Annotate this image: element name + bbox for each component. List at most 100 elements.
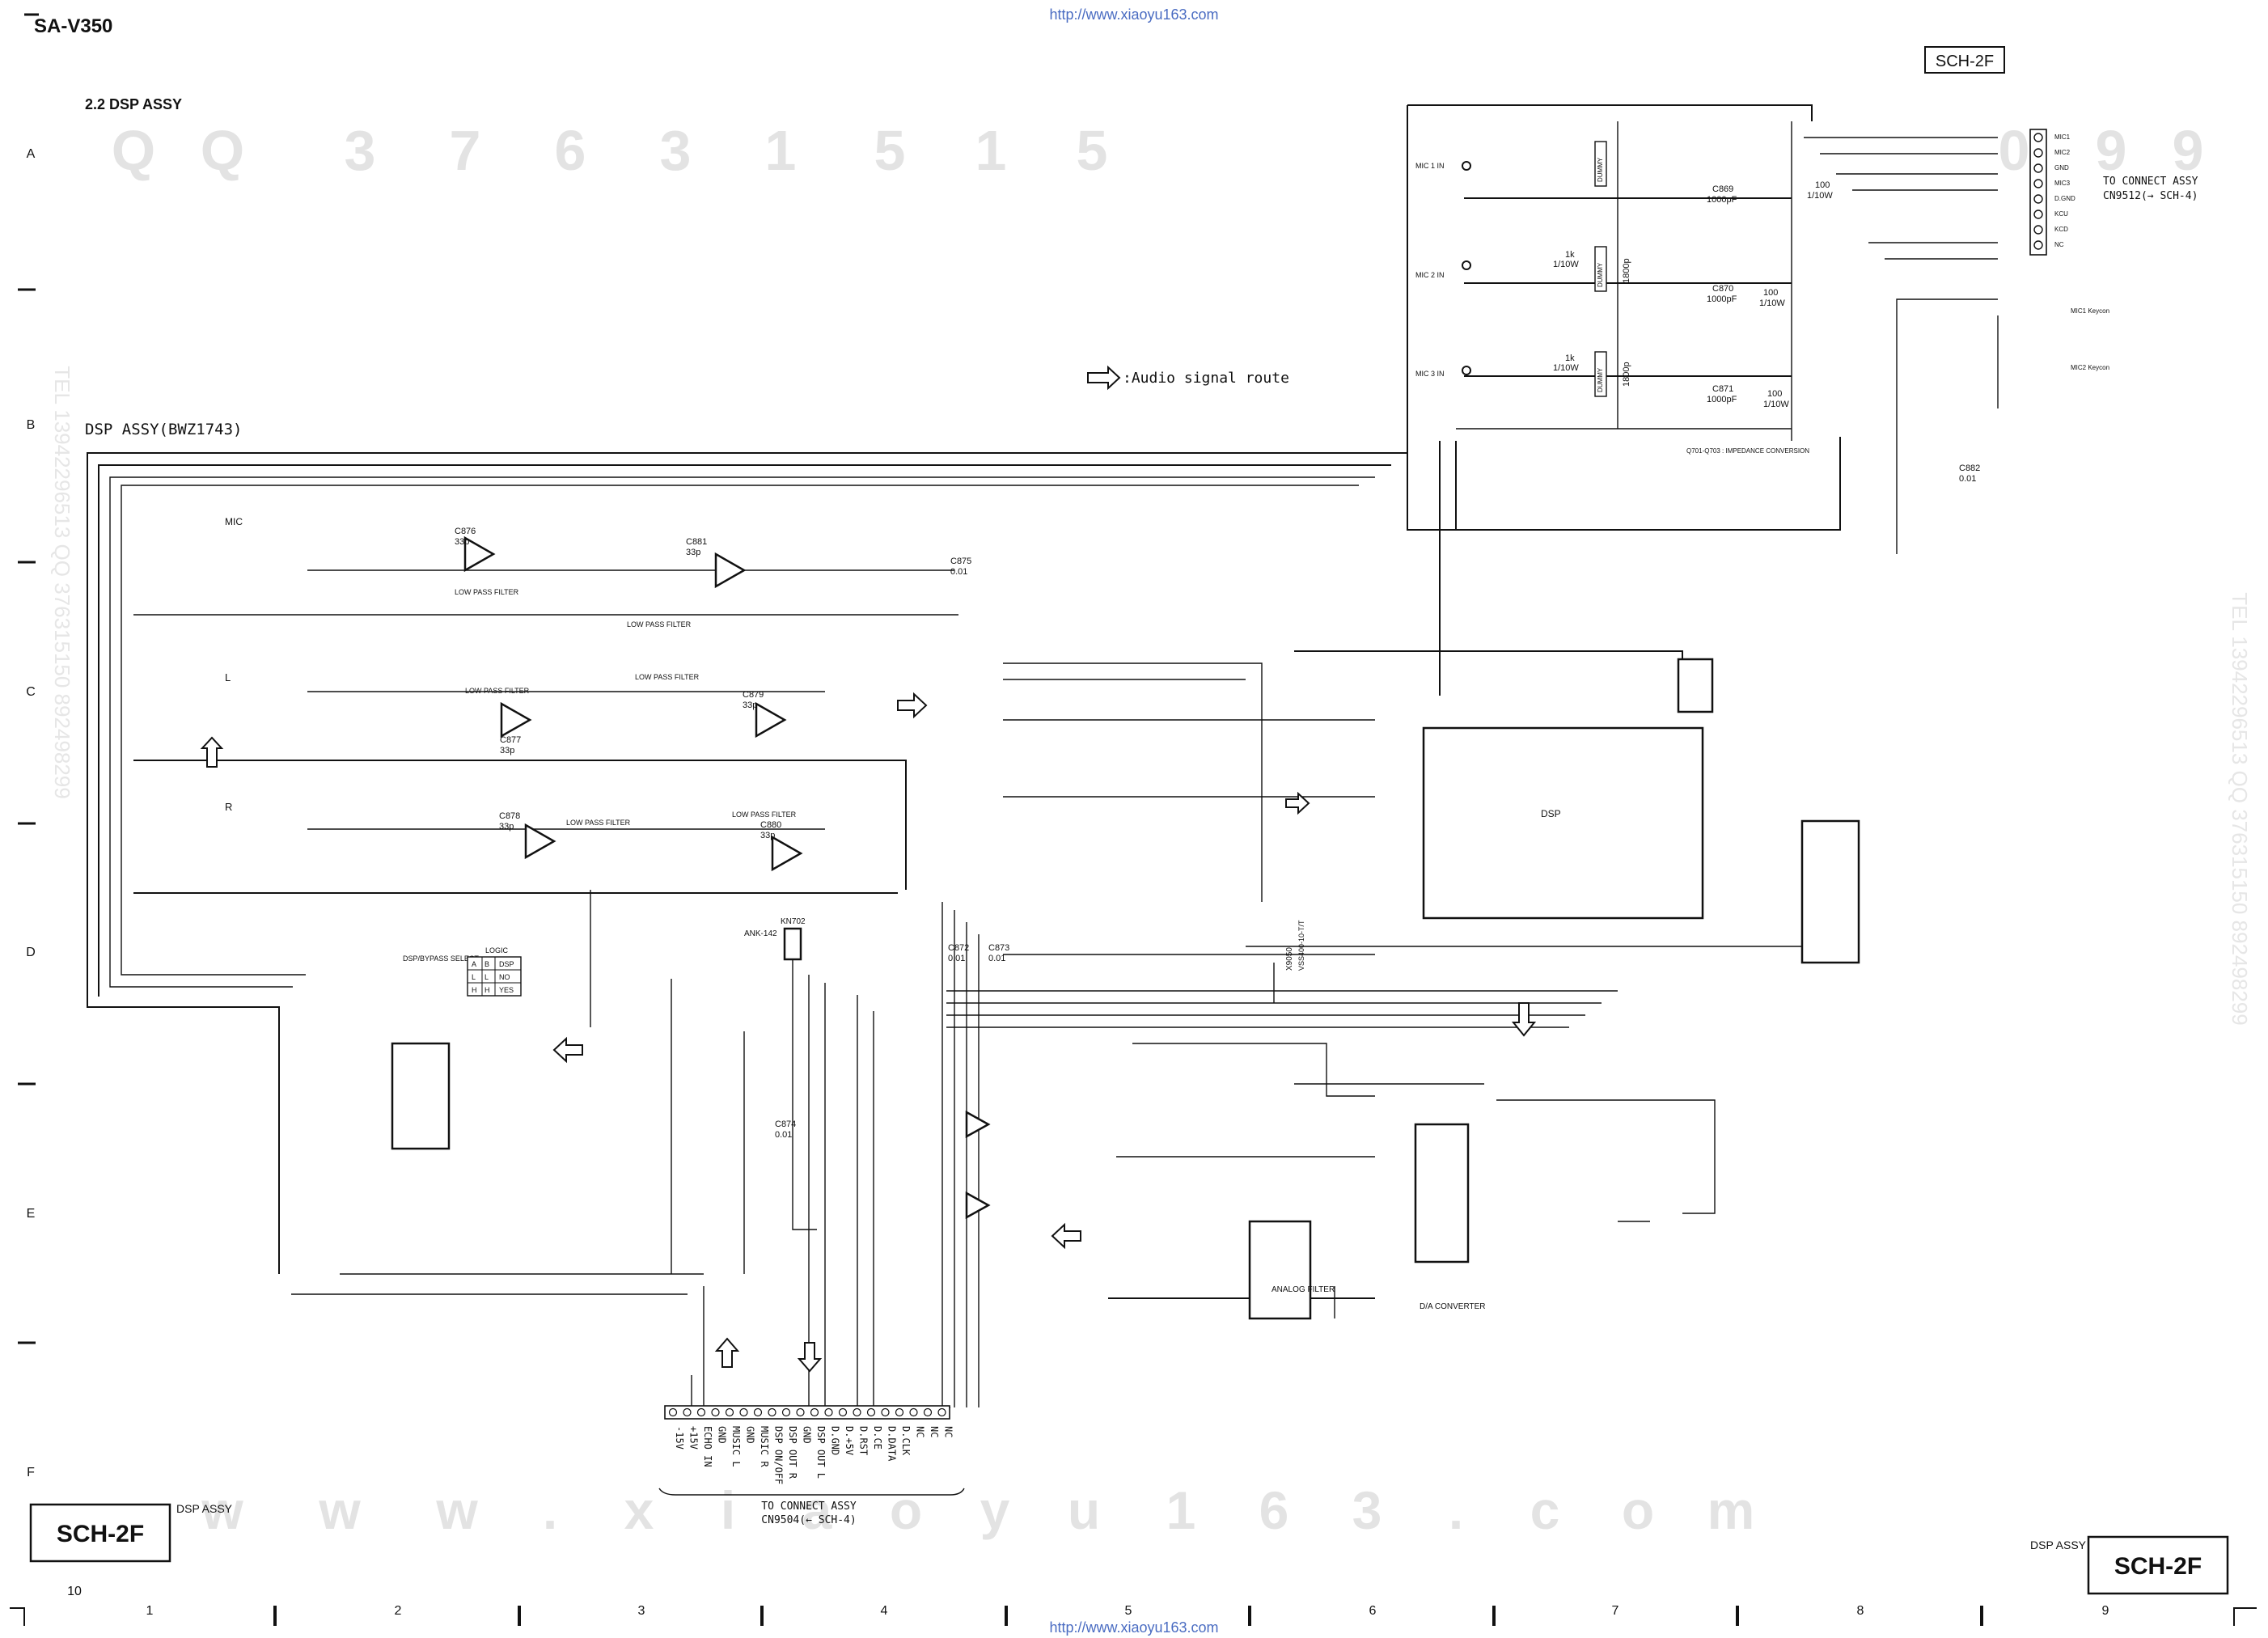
svg-text:SCH-2F: SCH-2F — [2114, 1553, 2202, 1580]
bottom-connector-pin-label: NC — [929, 1426, 940, 1437]
bottom-connector-pin — [881, 1407, 890, 1417]
lpf-label-mic2: LOW PASS FILTER — [627, 620, 692, 629]
bottom-connector-pin — [696, 1407, 706, 1417]
svg-text:TO CONNECT ASSY: TO CONNECT ASSY — [2103, 176, 2198, 188]
svg-text:A: A — [472, 960, 476, 968]
channel-l-label: L — [225, 671, 231, 684]
bottom-connector-pin — [725, 1407, 734, 1417]
crystal-part: VSS400-10-T/T — [1297, 920, 1305, 971]
svg-text:C880: C880 — [760, 820, 781, 830]
svg-text:1: 1 — [1166, 1480, 1196, 1540]
svg-text:GND: GND — [2054, 164, 2069, 171]
svg-text:MIC 1 IN: MIC 1 IN — [1415, 162, 1445, 170]
svg-text:1000pF: 1000pF — [1707, 395, 1737, 404]
svg-text:DSP ASSY: DSP ASSY — [2030, 1539, 2087, 1551]
svg-text:4: 4 — [881, 1604, 888, 1618]
svg-text:DUMMY: DUMMY — [1597, 262, 1604, 287]
svg-text:TO CONNECT ASSY: TO CONNECT ASSY — [761, 1500, 857, 1513]
svg-text:L: L — [484, 973, 489, 981]
lpf-label-l1: LOW PASS FILTER — [465, 687, 530, 695]
svg-text:1800p: 1800p — [1622, 258, 1631, 283]
svg-text:9: 9 — [2102, 1604, 2109, 1618]
bottom-connector-pin-label: DSP OUT L — [815, 1426, 827, 1479]
svg-text:C872: C872 — [948, 943, 969, 953]
bottom-connector-pin — [739, 1407, 748, 1417]
mic-input-2: MIC 2 IN DUMMY 1k 1/10W 1800p 100 1/10W — [1415, 246, 1785, 308]
section-title: 2.2 DSP ASSY — [85, 96, 182, 112]
svg-text:9: 9 — [2173, 119, 2204, 182]
mic-label: MIC — [225, 516, 243, 527]
svg-text:A: A — [27, 147, 36, 161]
audio-route-legend: :Audio signal route — [1087, 365, 1289, 391]
model-title: SA-V350 — [34, 15, 112, 37]
svg-text:w: w — [318, 1480, 361, 1540]
dsp-ic — [1422, 726, 1704, 920]
svg-text:33p: 33p — [499, 822, 514, 832]
bottom-connector-pin-label: GND — [802, 1426, 813, 1444]
svg-text:H: H — [472, 986, 477, 994]
svg-text:D.GND: D.GND — [2054, 195, 2075, 202]
grid-columns: 1 2 3 4 5 6 7 8 9 10 — [10, 1585, 2257, 1626]
svg-text:1: 1 — [975, 119, 1007, 182]
svg-text:.: . — [1449, 1480, 1463, 1540]
svg-text:CN9512(→ SCH-4): CN9512(→ SCH-4) — [2103, 190, 2198, 202]
svg-text:F: F — [27, 1466, 35, 1479]
signal-arrows — [200, 692, 1537, 1373]
watermark-vertical-right: TEL 13942296513 QQ 376315150 892498299 — [2228, 592, 2252, 1025]
capacitor-labels: C876 33p C881 33p C877 33p C879 33p C878… — [455, 184, 1980, 1140]
svg-text:C873: C873 — [988, 943, 1009, 953]
svg-text:w: w — [435, 1480, 478, 1540]
bottom-connector-pin — [923, 1407, 933, 1417]
bottom-connector-pin-label: NC — [943, 1426, 954, 1437]
svg-text:x: x — [624, 1480, 654, 1540]
crystal-label: X9050 — [1285, 947, 1294, 971]
bottom-connector-pin — [853, 1407, 861, 1417]
svg-text:NO: NO — [499, 973, 510, 981]
svg-text:B: B — [484, 960, 489, 968]
ank-label: ANK-142 — [744, 929, 777, 938]
svg-text:C881: C881 — [686, 537, 707, 547]
sheet-tag-box — [1924, 46, 2005, 74]
bottom-connector-pin — [753, 1407, 763, 1417]
bottom-connector-pin — [937, 1407, 946, 1417]
svg-text:B: B — [27, 418, 36, 432]
svg-text:D: D — [26, 946, 36, 959]
svg-text:MIC2: MIC2 — [2054, 149, 2071, 156]
bottom-connector-pin — [796, 1407, 805, 1417]
svg-text:C871: C871 — [1712, 384, 1733, 394]
svg-text:C882: C882 — [1959, 463, 1980, 473]
svg-text:o: o — [1622, 1480, 1654, 1540]
svg-text:100: 100 — [1763, 288, 1778, 298]
svg-text:7: 7 — [1612, 1604, 1619, 1618]
svg-text:100: 100 — [1767, 389, 1782, 399]
bottom-connector-pin — [838, 1407, 848, 1417]
mic-input-3: MIC 3 IN DUMMY 1k 1/10W 1800p 100 1/10W — [1415, 351, 1789, 409]
logic-table: LOGIC A B DSP L L NO H H YES — [467, 946, 522, 997]
da-converter-ic — [1414, 1123, 1470, 1263]
bottom-connector-pin — [668, 1407, 678, 1417]
svg-text:33p: 33p — [500, 746, 514, 756]
bottom-connector-pin-label: D.RST — [858, 1426, 870, 1455]
svg-text:C869: C869 — [1712, 184, 1733, 194]
svg-text:1k: 1k — [1565, 250, 1575, 260]
svg-text:C877: C877 — [500, 735, 521, 745]
source-url-bottom: http://www.xiaoyu163.com — [1049, 1619, 1218, 1636]
svg-text:1: 1 — [765, 119, 797, 182]
svg-text:C876: C876 — [455, 527, 476, 536]
watermark-serial: Q Q 3 7 6 3 1 5 1 5 0 9 9 — [112, 119, 2204, 182]
bottom-connector-pin — [768, 1407, 776, 1417]
bottom-connector-pin-label: GND — [717, 1426, 728, 1444]
svg-text:y: y — [980, 1480, 1010, 1540]
svg-text:1000pF: 1000pF — [1707, 195, 1737, 205]
svg-text:5: 5 — [874, 119, 906, 182]
bottom-connector-pin-label: GND — [745, 1426, 756, 1444]
svg-text:6: 6 — [1369, 1604, 1377, 1618]
svg-text:MIC 2 IN: MIC 2 IN — [1415, 271, 1445, 279]
svg-text:0.01: 0.01 — [1959, 474, 1976, 484]
top-connector: MIC1 MIC2 GND MIC3 D.GND KCU KCD NC TO C… — [2029, 129, 2198, 371]
svg-text:KCD: KCD — [2054, 226, 2068, 233]
bypass-select-ic — [391, 1042, 451, 1150]
svg-text:.: . — [543, 1480, 557, 1540]
svg-text:SCH-2F: SCH-2F — [57, 1521, 144, 1547]
svg-text:i: i — [721, 1480, 735, 1540]
